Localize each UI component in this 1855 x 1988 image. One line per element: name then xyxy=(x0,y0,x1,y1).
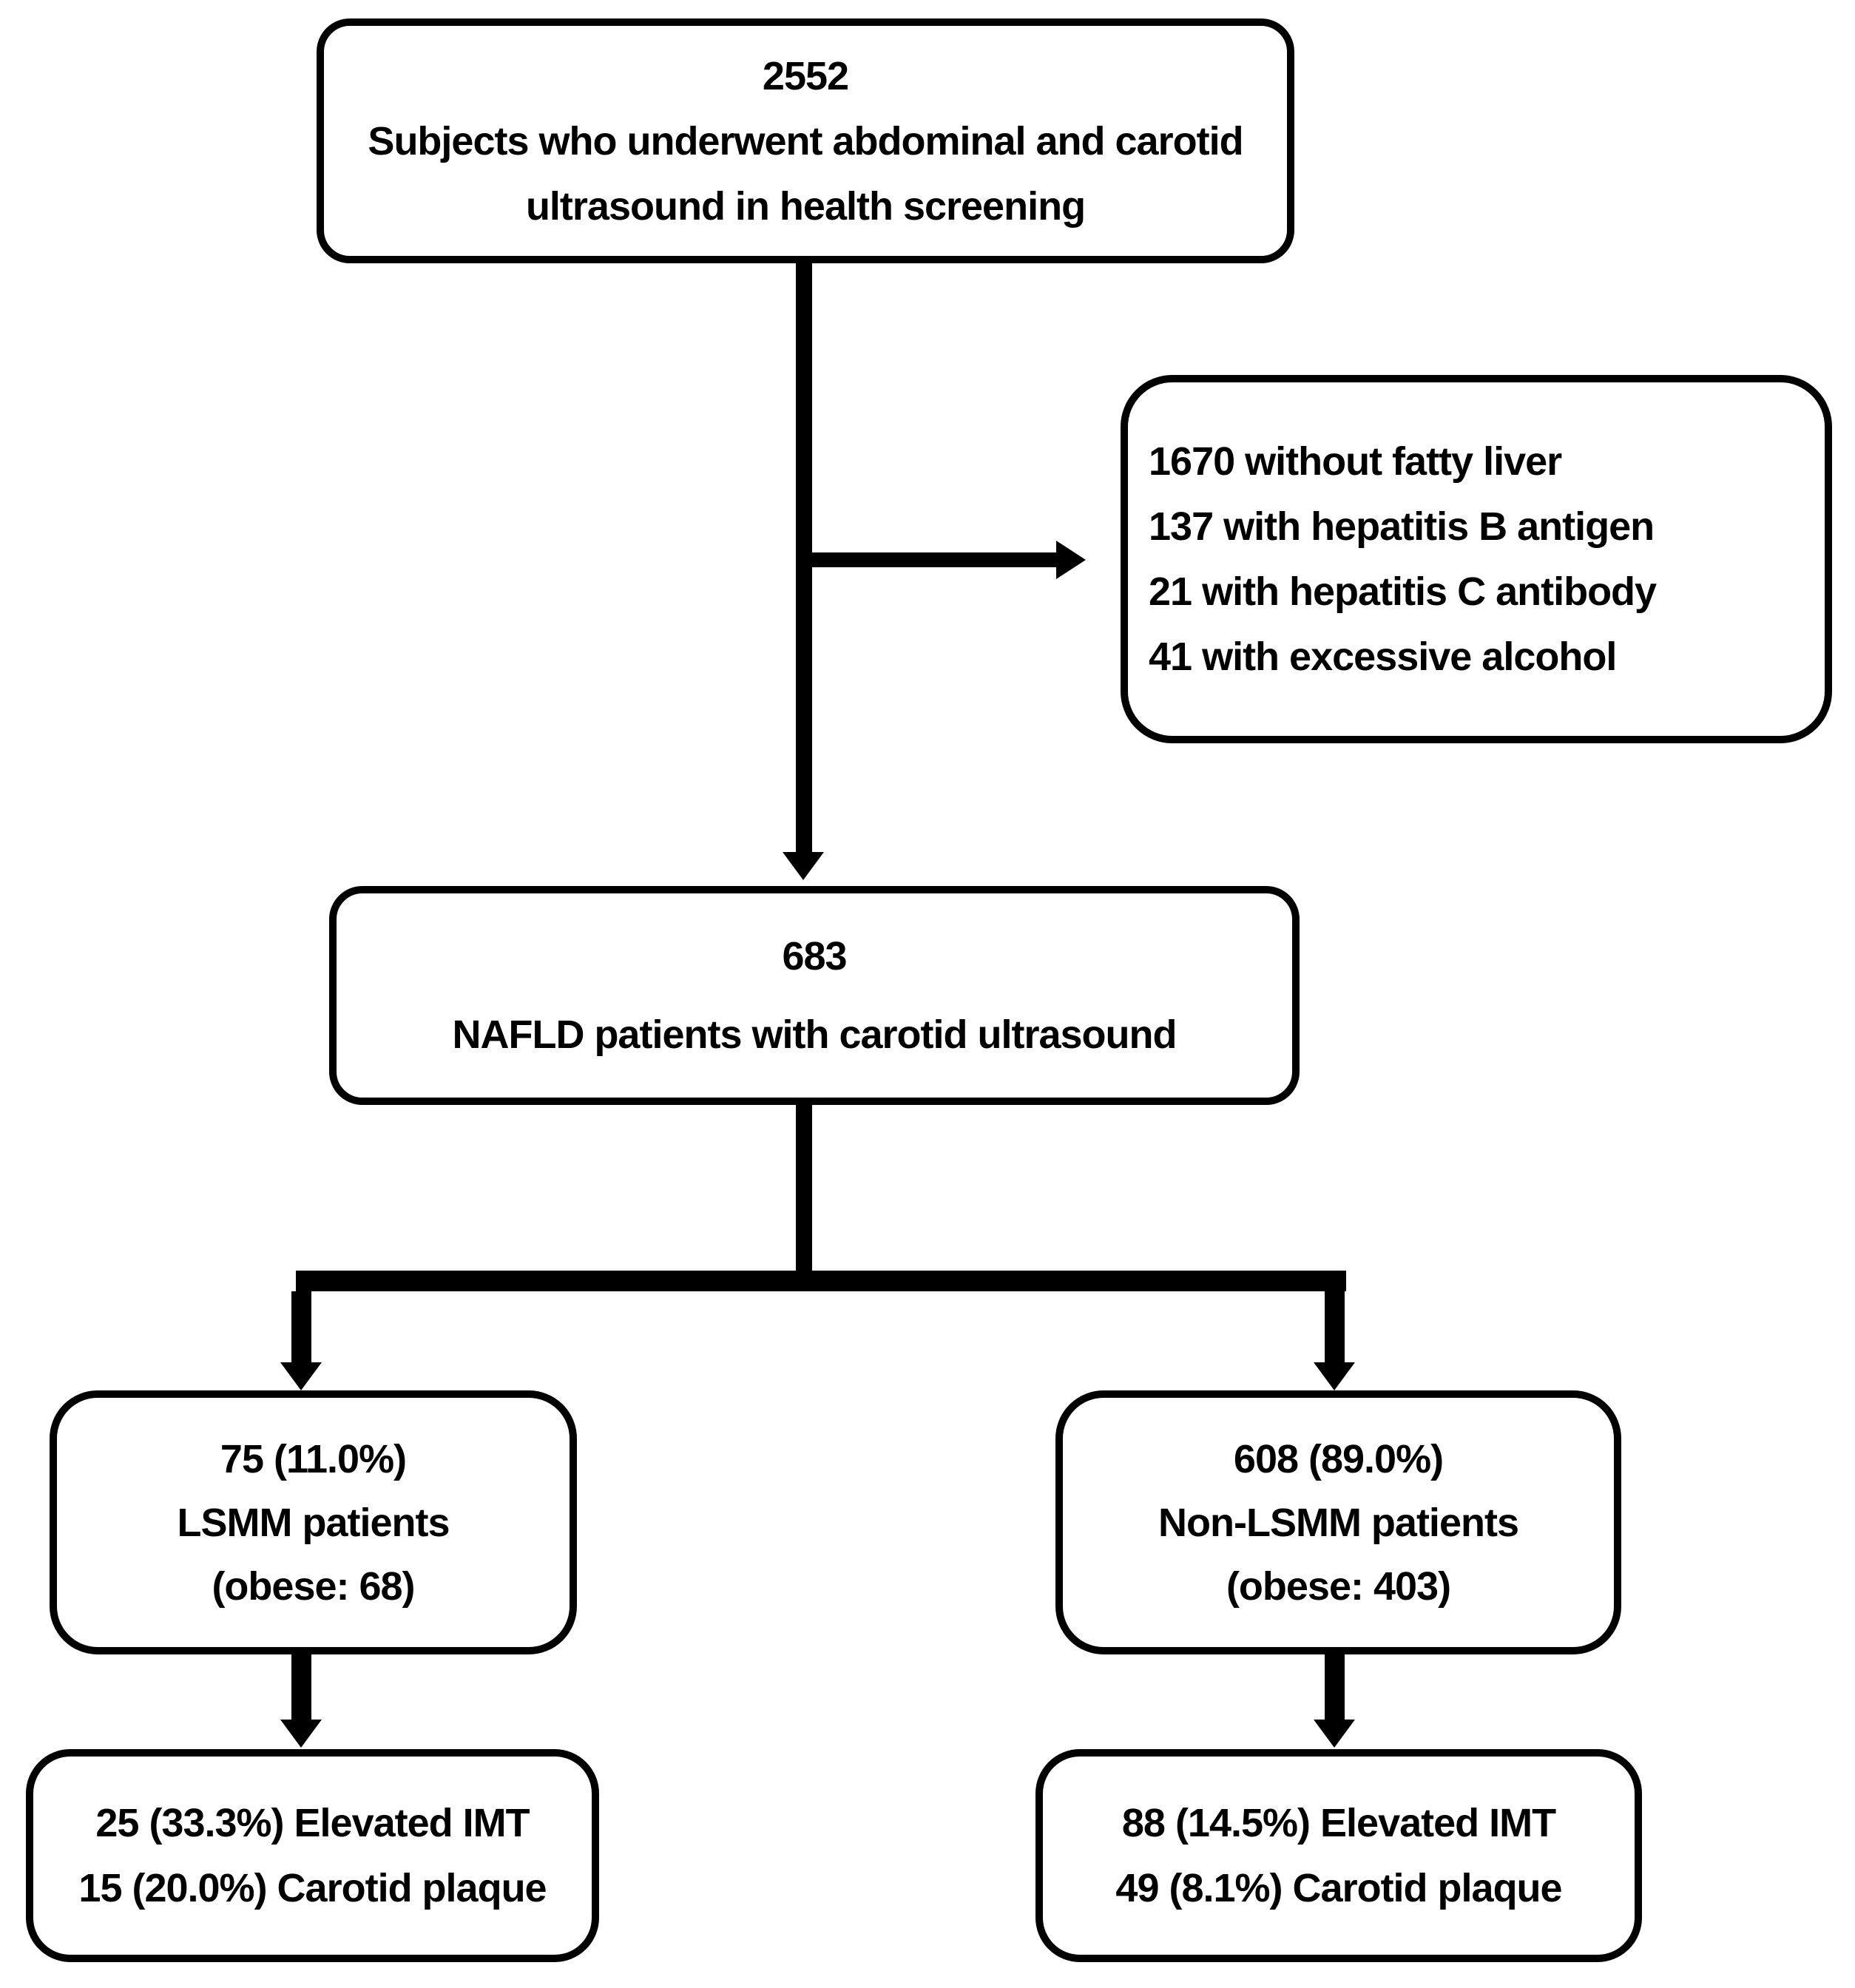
non-lsmm-outcomes-node: 88 (14.5%) Elevated IMT 49 (8.1%) Caroti… xyxy=(1035,1749,1642,1962)
connector-split-to-non-lsmm xyxy=(1325,1291,1345,1365)
non-lsmm-node: 608 (89.0%) Non-LSMM patients (obese: 40… xyxy=(1055,1390,1621,1654)
connector-split-to-lsmm xyxy=(291,1291,311,1365)
exclusion-item-1: 1670 without fatty liver xyxy=(1149,439,1562,484)
lsmm-outcome-plaque: 15 (20.0%) Carotid plaque xyxy=(78,1866,547,1910)
arrowhead-down-lsmm-outcomes-icon xyxy=(280,1720,322,1748)
arrowhead-down-lsmm-icon xyxy=(280,1362,322,1390)
lsmm-outcome-imt: 25 (33.3%) Elevated IMT xyxy=(95,1801,530,1845)
arrowhead-down-nafld-icon xyxy=(783,852,824,880)
nafld-count: 683 xyxy=(782,934,847,978)
connector-non-lsmm-to-outcomes xyxy=(1325,1654,1345,1720)
lsmm-outcomes-node: 25 (33.3%) Elevated IMT 15 (20.0%) Carot… xyxy=(26,1749,599,1962)
nafld-text: NAFLD patients with carotid ultrasound xyxy=(452,1012,1177,1057)
exclusion-item-3: 21 with hepatitis C antibody xyxy=(1149,569,1657,614)
arrowhead-down-non-lsmm-icon xyxy=(1314,1362,1355,1390)
exclusion-item-2: 137 with hepatitis B antigen xyxy=(1149,504,1655,549)
arrowhead-down-non-lsmm-outcomes-icon xyxy=(1314,1720,1355,1748)
lsmm-obese: (obese: 68) xyxy=(212,1563,415,1609)
screening-node: 2552 Subjects who underwent abdominal an… xyxy=(317,18,1294,263)
lsmm-node: 75 (11.0%) LSMM patients (obese: 68) xyxy=(50,1390,577,1654)
arrowhead-right-exclusions-icon xyxy=(1056,541,1086,579)
non-lsmm-outcome-plaque: 49 (8.1%) Carotid plaque xyxy=(1115,1866,1562,1910)
lsmm-count: 75 (11.0%) xyxy=(220,1436,407,1481)
non-lsmm-outcome-imt: 88 (14.5%) Elevated IMT xyxy=(1121,1801,1556,1845)
non-lsmm-text: Non-LSMM patients xyxy=(1158,1500,1519,1545)
non-lsmm-count: 608 (89.0%) xyxy=(1233,1436,1444,1481)
lsmm-text: LSMM patients xyxy=(177,1500,450,1545)
exclusions-node: 1670 without fatty liver 137 with hepati… xyxy=(1121,375,1832,743)
exclusion-item-4: 41 with excessive alcohol xyxy=(1149,635,1617,679)
connector-nafld-to-split xyxy=(796,1104,812,1271)
connector-lsmm-to-outcomes xyxy=(291,1654,311,1720)
screening-count: 2552 xyxy=(762,53,849,98)
non-lsmm-obese: (obese: 403) xyxy=(1226,1563,1451,1609)
connector-exclusions-branch xyxy=(804,552,1056,567)
nafld-node: 683 NAFLD patients with carotid ultrasou… xyxy=(329,886,1300,1105)
connector-split-bar xyxy=(296,1271,1346,1291)
screening-text-1: Subjects who underwent abdominal and car… xyxy=(368,118,1243,163)
screening-text-2: ultrasound in health screening xyxy=(525,183,1086,229)
